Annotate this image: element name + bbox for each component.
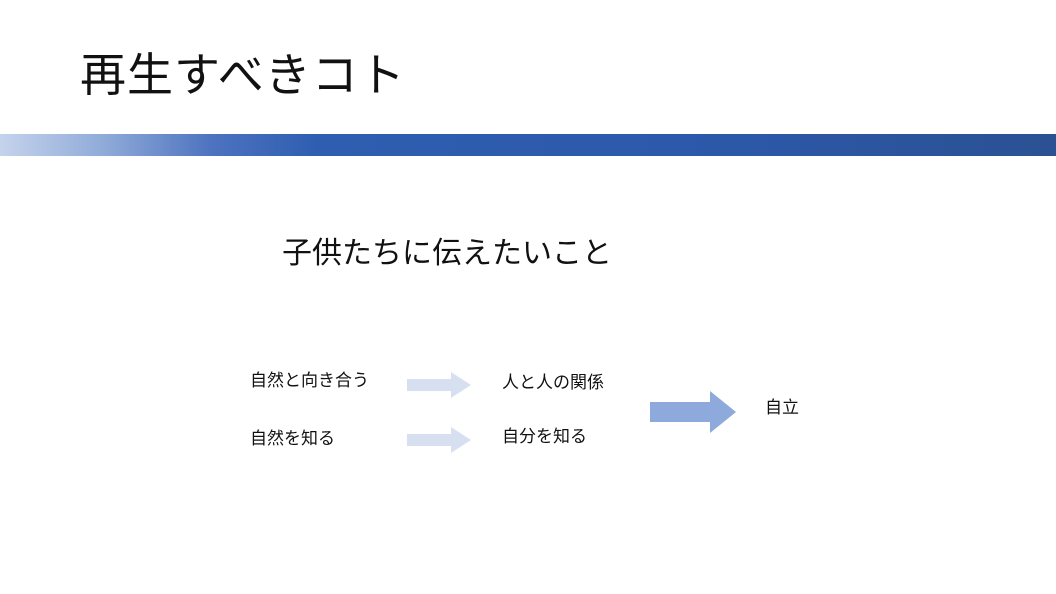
arrow-right-icon <box>407 427 471 453</box>
arrow-right-icon <box>407 372 471 398</box>
flow-label-know-self: 自分を知る <box>502 427 587 447</box>
arrow-right-icon <box>650 391 736 433</box>
title-gradient-bar <box>0 134 1056 156</box>
flow-label-independence: 自立 <box>765 398 799 418</box>
flow-label-know-nature: 自然を知る <box>250 429 335 449</box>
flow-label-face-nature: 自然と向き合う <box>250 371 369 391</box>
flow-label-human-relations: 人と人の関係 <box>502 373 604 393</box>
slide-subtitle: 子供たちに伝えたいこと <box>282 236 612 271</box>
slide-title: 再生すべきコト <box>80 48 406 102</box>
